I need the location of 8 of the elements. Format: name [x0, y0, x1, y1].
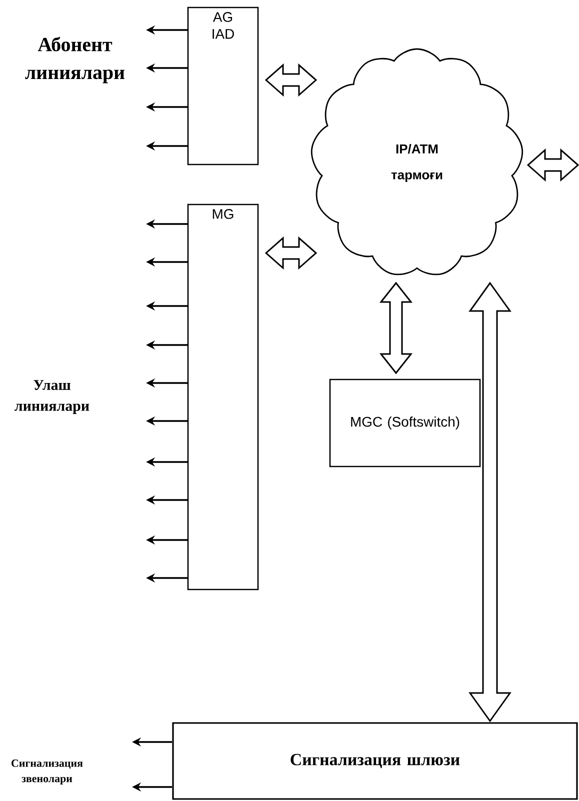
side-label: Улаш линиялари [14, 380, 90, 414]
gateway-box: MG [187, 204, 259, 590]
signaling-gateway-box: Сигнализация шлюзи [172, 722, 578, 800]
gateway-box: AG IAD [187, 6, 259, 166]
controller-box: MGC (Softswitch) [329, 378, 481, 468]
network-cloud: IP/ATM тармоғи [310, 48, 524, 276]
side-label: Сигнализация звенолари [12, 760, 83, 784]
side-label: Абонент линиялари [25, 36, 124, 84]
